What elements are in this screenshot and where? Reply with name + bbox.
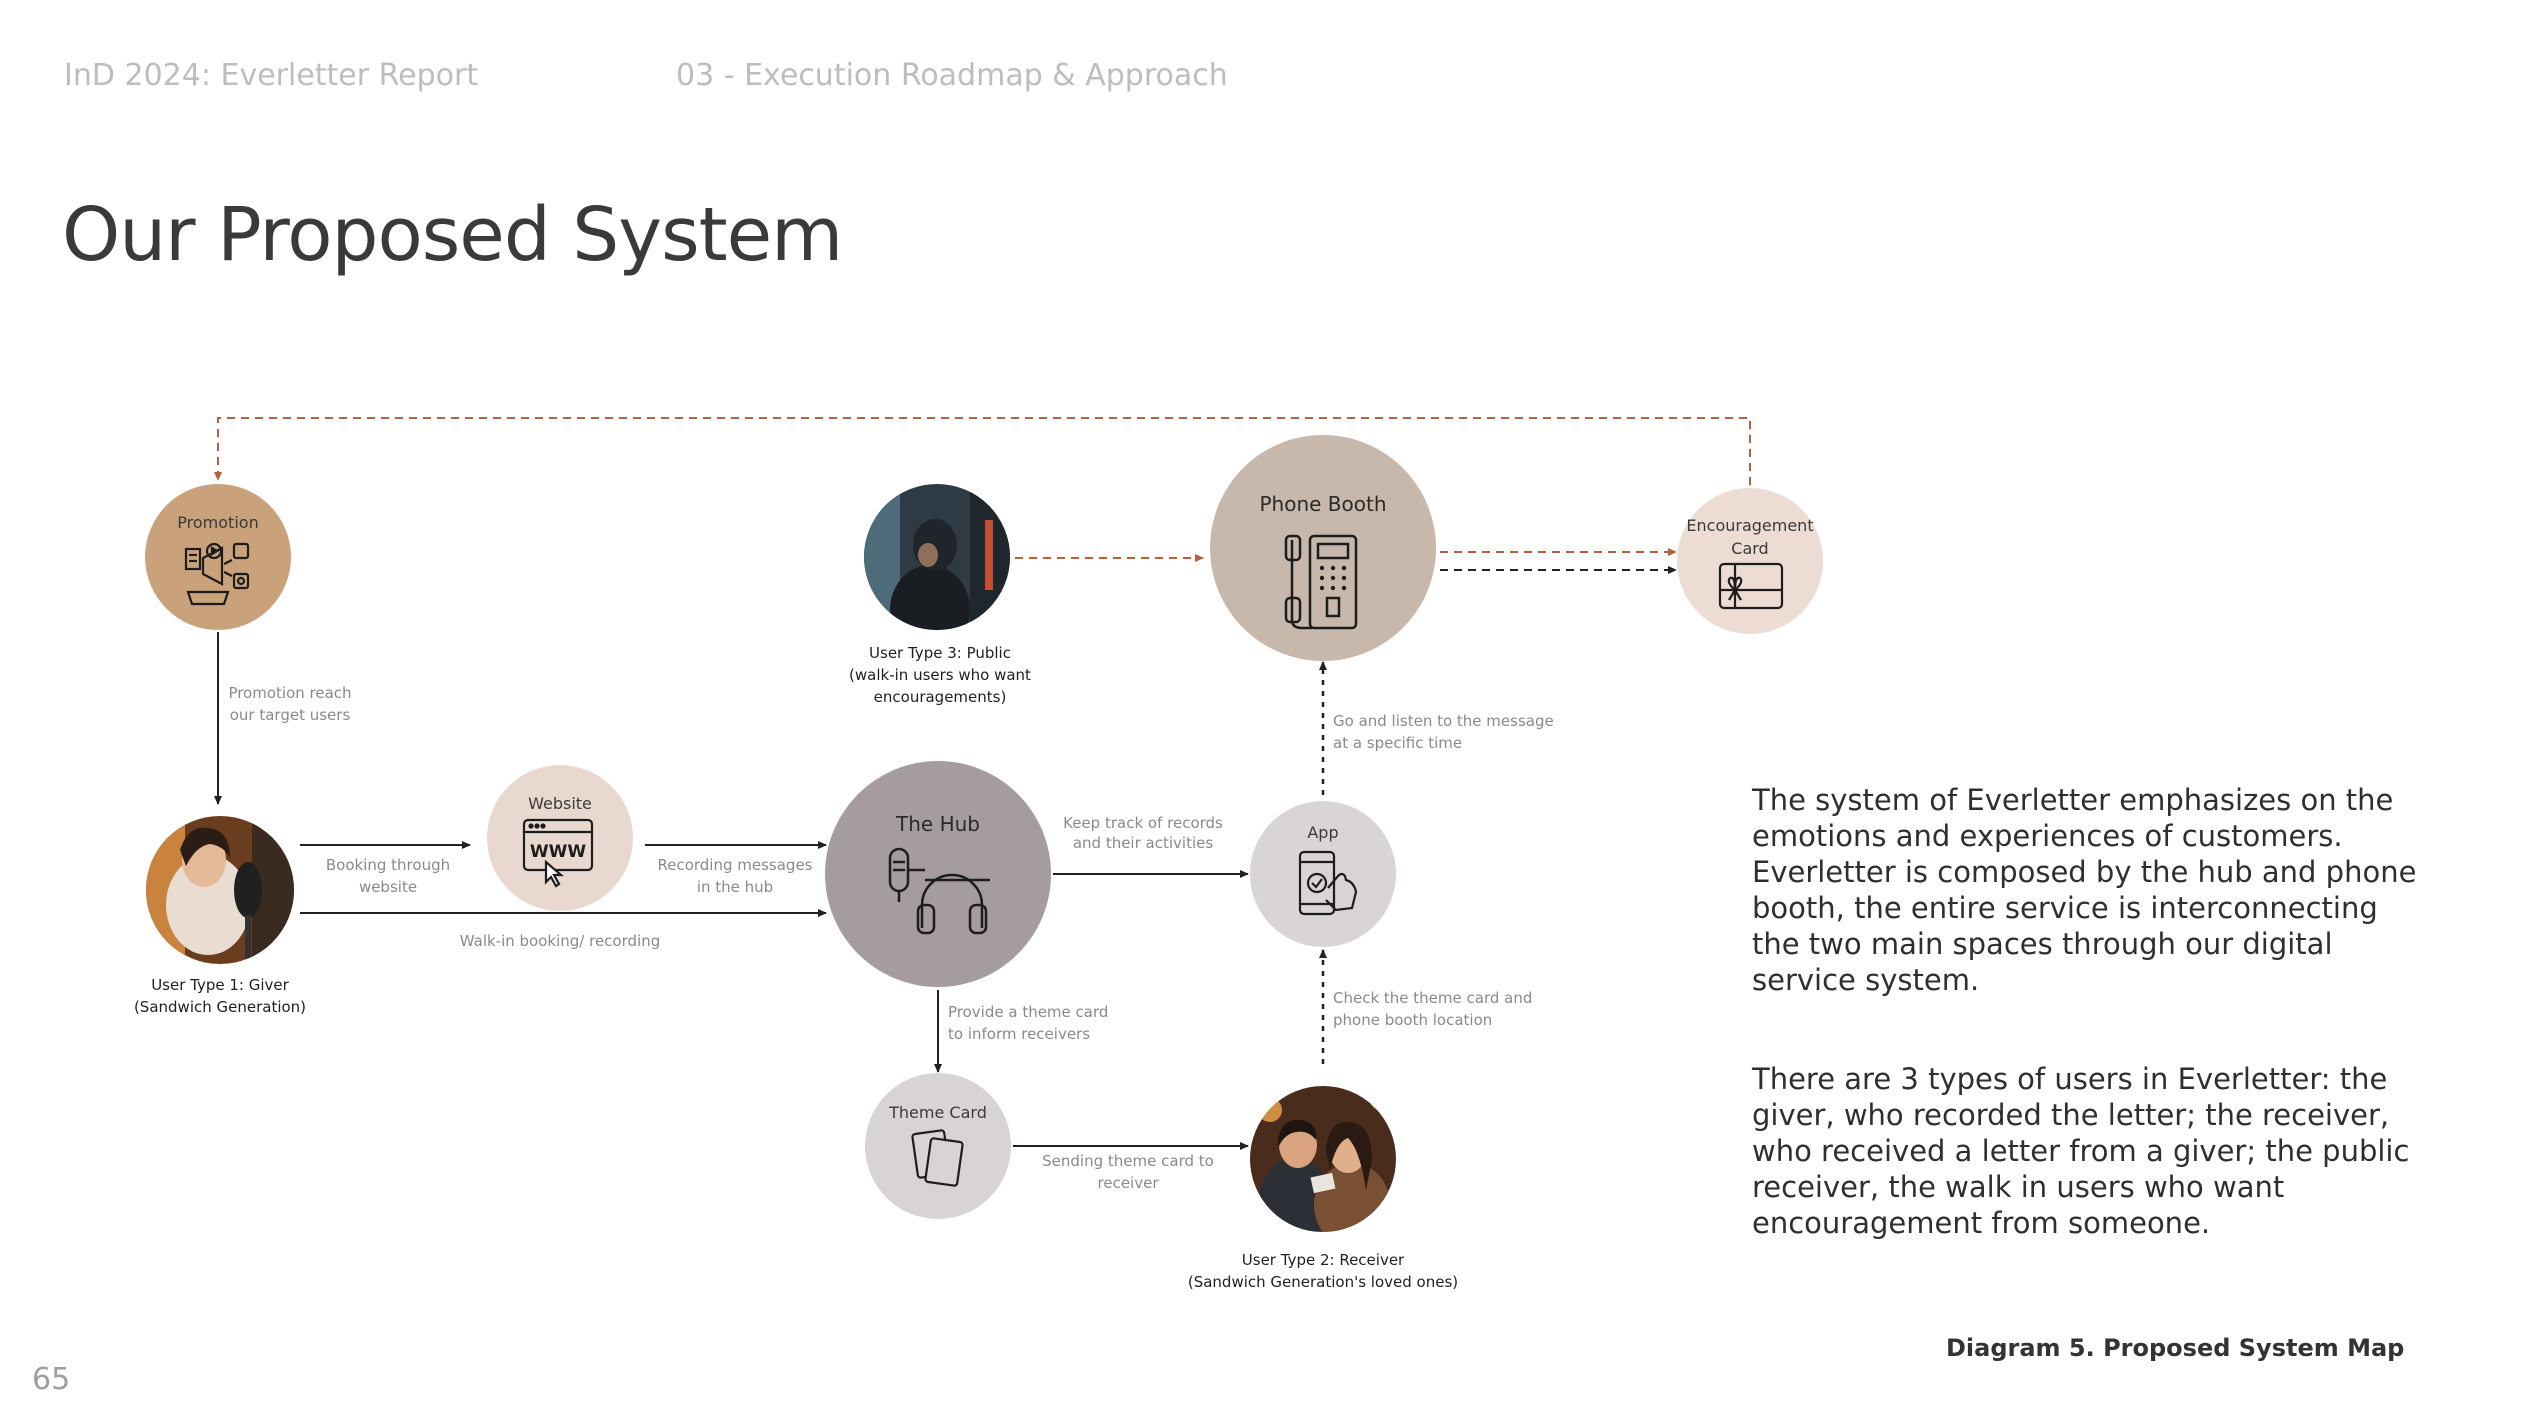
receiver-photo [1250,1086,1396,1232]
edge-loop-dashed [214,417,1751,485]
payphone-icon [1284,534,1358,630]
node-hub: The Hub [825,761,1051,987]
edge-label-provide-theme-2: to inform receivers [948,1025,1090,1043]
node-phone-booth-label: Phone Booth [1259,492,1386,516]
edge-label-sending-1: Sending theme card to [1042,1152,1214,1170]
node-hub-label: The Hub [895,812,980,836]
node-phone-booth: Phone Booth [1210,435,1436,661]
cards-icon [911,1129,964,1187]
edge-label-recording-1: Recording messages [657,856,812,874]
mobile-app-tap-icon [1298,850,1358,916]
node-app: App [1250,801,1396,947]
node-encouragement-label-1: Encouragement [1686,516,1813,535]
node-website: Website WWW [487,765,633,911]
edge-label-check-theme-1: Check the theme card and [1333,989,1532,1007]
edge-label-keep-track-2: and their activities [1073,834,1214,852]
edge-label-provide-theme-1: Provide a theme card [948,1003,1108,1021]
svg-text:WWW: WWW [530,842,587,862]
public-user-photo [864,484,1010,630]
edge-label-booking-2: website [359,878,417,896]
node-encouragement-label-2: Card [1731,539,1768,558]
edge-label-walk-in: Walk-in booking/ recording [460,932,660,950]
node-app-label: App [1307,823,1338,842]
edge-label-promotion-reach-1: Promotion reach [228,684,351,702]
user-public-label-1: User Type 3: Public [869,644,1011,662]
user-public-label-2: (walk-in users who want [849,666,1031,684]
edge-label-check-theme-2: phone booth location [1333,1011,1492,1029]
diagram-caption: Diagram 5. Proposed System Map [1946,1334,2405,1362]
node-theme-card-label: Theme Card [888,1103,987,1122]
giver-photo [146,816,294,964]
gift-card-icon [1718,562,1784,610]
edge-label-recording-2: in the hub [697,878,773,896]
user-giver-label: User Type 1: Giver (Sandwich Generation) [134,976,306,1016]
megaphone-icon [184,542,250,606]
node-theme-card: Theme Card [865,1073,1011,1219]
header-report-title: InD 2024: Everletter Report [64,58,479,93]
user-receiver-label-2: (Sandwich Generation's loved ones) [1188,1273,1458,1291]
page-number: 65 [32,1362,71,1397]
user-giver-label-2: (Sandwich Generation) [134,998,306,1016]
user-receiver-label: User Type 2: Receiver (Sandwich Generati… [1188,1251,1458,1291]
edge-label-go-listen-2: at a specific time [1333,734,1462,752]
edge-label-go-listen-1: Go and listen to the message [1333,712,1554,730]
edge-label-promotion-reach-2: our target users [230,706,351,724]
edge-label-booking-1: Booking through [326,856,450,874]
description-paragraph-2: There are 3 types of users in Everletter… [1752,1062,2410,1240]
edge-label-sending-2: receiver [1098,1174,1160,1192]
user-giver-label-1: User Type 1: Giver [151,976,289,994]
headphones-microphone-icon [888,847,990,935]
user-public-label: User Type 3: Public (walk-in users who w… [849,644,1031,706]
user-public-label-3: encouragements) [874,688,1007,706]
header-section-title: 03 - Execution Roadmap & Approach [676,58,1228,93]
description-paragraph-1: The system of Everletter emphasizes on t… [1752,783,2417,997]
user-receiver-label-1: User Type 2: Receiver [1242,1251,1405,1269]
node-encouragement-card: Encouragement Card [1677,488,1823,634]
node-promotion: Promotion [145,484,291,630]
www-browser-icon: WWW [522,818,594,888]
page-title: Our Proposed System [62,192,843,278]
node-website-label: Website [528,794,592,813]
edge-label-keep-track-1: Keep track of records [1063,814,1223,832]
node-promotion-label: Promotion [177,513,258,532]
